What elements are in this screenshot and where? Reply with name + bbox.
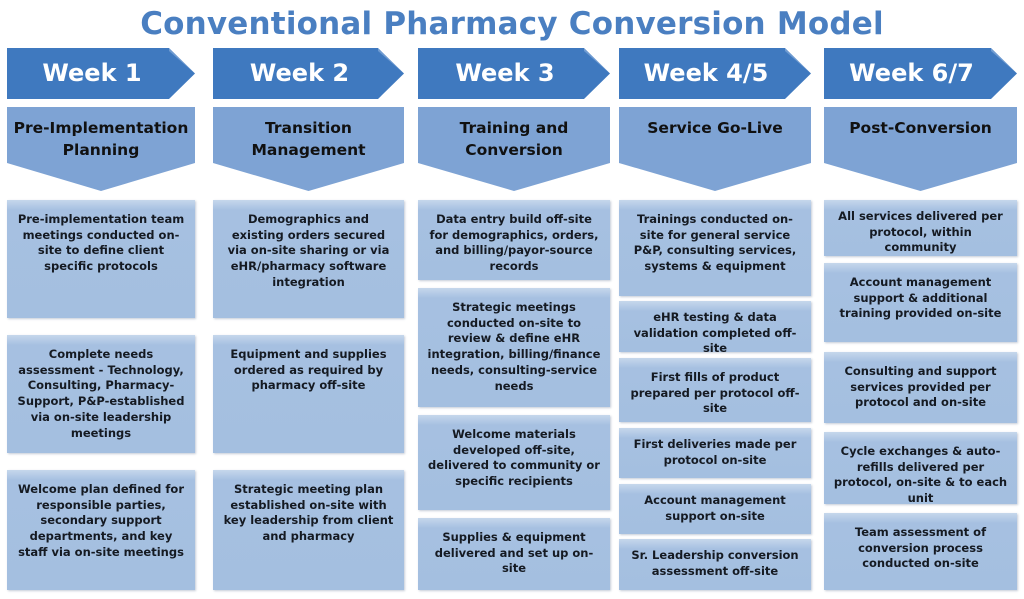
task-text: Pre-implementation team meetings conduct… (17, 212, 185, 274)
task-box: Equipment and supplies ordered as requir… (213, 335, 404, 453)
task-box: Trainings conducted on-site for general … (619, 200, 811, 296)
task-box: First fills of product prepared per prot… (619, 358, 811, 422)
week-arrow: Week 4/5 (619, 48, 811, 99)
phase-chevron: Training and Conversion (418, 107, 610, 191)
task-box: Account management support on-site (619, 484, 811, 534)
task-text: Account management support on-site (644, 493, 786, 523)
phase-label: Transition Management (251, 119, 366, 159)
week-label: Week 1 (42, 59, 142, 87)
task-text: Welcome plan defined for responsible par… (18, 482, 184, 559)
task-text: eHR testing & data validation completed … (633, 310, 797, 356)
task-text: Welcome materials developed off-site, de… (428, 427, 600, 489)
task-text: Sr. Leadership conversion assessment off… (631, 548, 799, 578)
task-box: Complete needs assessment - Technology, … (7, 335, 195, 453)
page-title: Conventional Pharmacy Conversion Model (140, 6, 884, 42)
chevron-down-icon (619, 107, 811, 191)
task-text: First fills of product prepared per prot… (630, 370, 800, 416)
week-arrow: Week 6/7 (824, 48, 1017, 99)
chevron-down-icon (824, 107, 1017, 191)
chevron-down-icon (213, 107, 404, 191)
arrow-shape-icon (213, 48, 404, 99)
chevron-down-icon (418, 107, 610, 191)
task-box: Strategic meetings conducted on-site to … (418, 288, 610, 407)
task-box: eHR testing & data validation completed … (619, 301, 811, 355)
task-box: Team assessment of conversion process co… (824, 513, 1017, 590)
phase-chevron: Service Go-Live (619, 107, 811, 191)
task-box: All services delivered per protocol, wit… (824, 200, 1017, 256)
week-arrow: Week 2 (213, 48, 404, 99)
task-text: Strategic meetings conducted on-site to … (427, 300, 601, 393)
task-text: Data entry build off-site for demographi… (429, 212, 599, 274)
task-box: Account management support & additional … (824, 263, 1017, 342)
task-text: Team assessment of conversion process co… (854, 525, 987, 571)
task-box: Supplies & equipment delivered and set u… (418, 518, 610, 590)
task-box: Welcome materials developed off-site, de… (418, 415, 610, 510)
phase-label: Service Go-Live (647, 119, 783, 137)
week-label: Week 6/7 (849, 59, 974, 87)
task-text: Consulting and support services provided… (844, 364, 997, 410)
phase-label: Training and Conversion (459, 119, 569, 159)
task-text: Complete needs assessment - Technology, … (17, 347, 185, 440)
week-label: Week 2 (249, 59, 350, 87)
task-box: Demographics and existing orders secured… (213, 200, 404, 318)
task-box: Cycle exchanges & auto-refills delivered… (824, 432, 1017, 506)
phase-chevron: Post-Conversion (824, 107, 1017, 191)
week-arrow: Week 1 (7, 48, 195, 99)
task-box: Strategic meeting plan established on-si… (213, 470, 404, 590)
chevron-down-icon (7, 107, 195, 191)
phase-chevron: Transition Management (213, 107, 404, 191)
task-text: Demographics and existing orders secured… (227, 212, 390, 289)
task-text: All services delivered per protocol, wit… (838, 209, 1003, 255)
task-text: Cycle exchanges & auto-refills delivered… (833, 444, 1008, 506)
week-label: Week 3 (455, 59, 555, 87)
task-box: First deliveries made per protocol on-si… (619, 428, 811, 478)
task-text: First deliveries made per protocol on-si… (633, 437, 797, 467)
arrow-shape-icon (7, 48, 195, 99)
phase-label: Pre-Implementation Planning (13, 119, 189, 159)
task-box: Welcome plan defined for responsible par… (7, 470, 195, 590)
arrow-shape-icon (824, 48, 1017, 99)
arrow-shape-icon (619, 48, 811, 99)
task-text: Supplies & equipment delivered and set u… (434, 530, 594, 576)
week-arrow: Week 3 (418, 48, 610, 99)
week-label: Week 4/5 (643, 59, 769, 87)
phase-chevron: Pre-Implementation Planning (7, 107, 195, 191)
task-text: Strategic meeting plan established on-si… (223, 482, 394, 544)
task-box: Consulting and support services provided… (824, 352, 1017, 423)
task-text: Account management support & additional … (839, 275, 1002, 321)
task-box: Sr. Leadership conversion assessment off… (619, 539, 811, 590)
task-text: Equipment and supplies ordered as requir… (230, 347, 387, 393)
task-box: Data entry build off-site for demographi… (418, 200, 610, 280)
phase-label: Post-Conversion (849, 119, 992, 137)
task-text: Trainings conducted on-site for general … (633, 212, 797, 274)
arrow-shape-icon (418, 48, 610, 99)
task-box: Pre-implementation team meetings conduct… (7, 200, 195, 318)
